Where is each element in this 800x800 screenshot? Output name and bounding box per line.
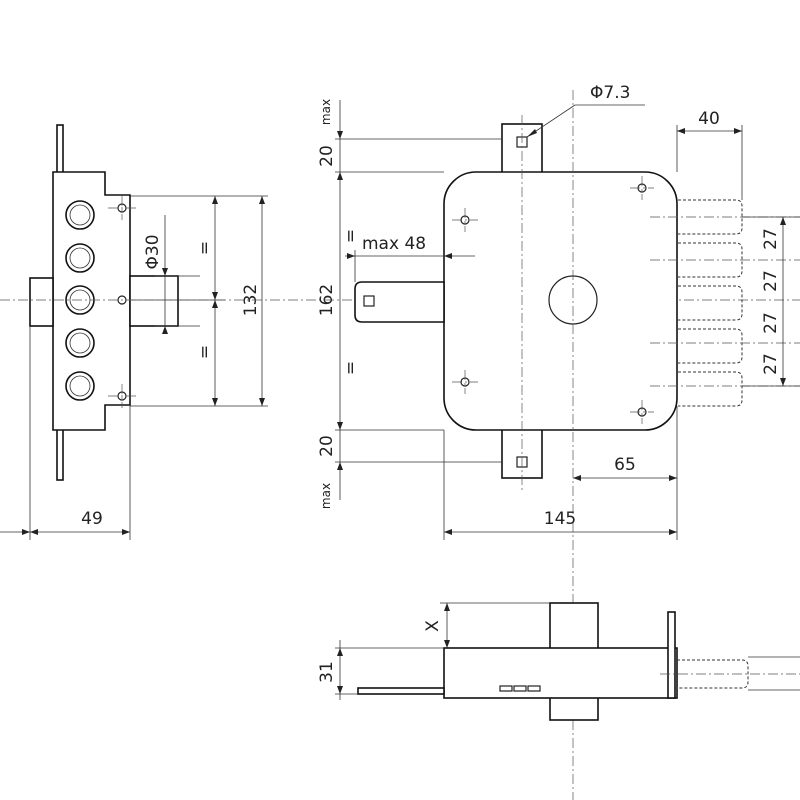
bottom-latch: [357, 687, 445, 695]
equal-mark: =: [195, 345, 215, 359]
pitch-27-dimension: 27: [761, 228, 781, 250]
bottom-faceplate: [667, 611, 676, 699]
side-bolts: [65, 200, 95, 401]
pitch-27-dimension: 27: [761, 270, 781, 292]
diameter-dimension: Φ30: [143, 234, 163, 269]
width-145-dimension: 145: [544, 509, 576, 529]
bolt-40-dimension: 40: [698, 109, 720, 129]
side-cam: [29, 277, 54, 327]
pitch-27-dimension: 27: [761, 312, 781, 334]
side-view: Φ30 = = 132 49: [0, 124, 268, 540]
front-view: Φ7.3 20 max 20 max 162 = = max 48 145: [317, 83, 800, 800]
bottom-body: [443, 647, 678, 699]
height-132-dimension: 132: [241, 284, 261, 316]
lock-body: [443, 171, 678, 431]
bottom-20-dimension: 20: [317, 435, 337, 457]
height-162-dimension: 162: [317, 284, 337, 316]
side-width-dimension: 49: [81, 509, 103, 529]
top-max-label: max: [319, 99, 333, 125]
bottom-view: X 31: [317, 602, 800, 721]
front-bolts: [678, 199, 743, 407]
depth-31-dimension: 31: [317, 661, 337, 683]
equal-mark: =: [341, 361, 361, 375]
equal-mark: =: [195, 241, 215, 255]
equal-mark: =: [341, 229, 361, 243]
pitch-27-dimension: 27: [761, 353, 781, 375]
bottom-max-label: max: [319, 483, 333, 509]
max48-dimension: max 48: [362, 234, 426, 254]
x-dimension: X: [423, 620, 443, 632]
top-20-dimension: 20: [317, 145, 337, 167]
hole-dimension: Φ7.3: [590, 83, 630, 103]
side-cylinder-housing: [129, 275, 179, 327]
offset-65-dimension: 65: [614, 455, 636, 475]
latch: [354, 281, 445, 323]
